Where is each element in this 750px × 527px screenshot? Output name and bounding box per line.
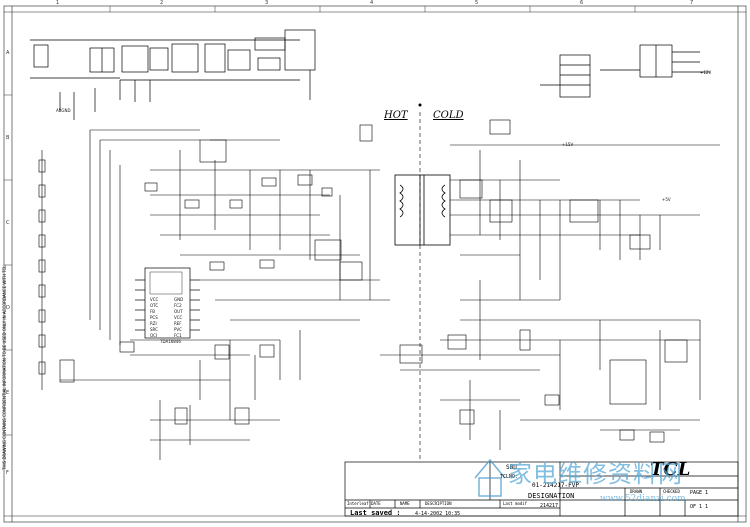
ic-pin-label: SRC: [150, 327, 158, 332]
title-description-label: DESCRIPTION: [425, 501, 452, 506]
zone-label-side: A: [6, 50, 10, 56]
zone-label-top: 7: [690, 0, 694, 6]
title-name-label: NAME: [400, 501, 410, 506]
main-transformer: [394, 174, 451, 246]
ic-pin-label: FB: [150, 309, 156, 314]
rail-label: +5V: [662, 197, 671, 202]
tcl-logo: TCL: [650, 459, 691, 480]
ic-pin-label: PVC: [174, 327, 182, 332]
secondary-wiring: [359, 119, 720, 450]
ic-pin-label: RZI: [150, 321, 157, 326]
title-tclno-label: TCLNO:: [500, 474, 519, 480]
ic-part-number: TDA16846: [160, 339, 181, 344]
sheet-frame: [3, 5, 747, 523]
title-designation-label: DESIGNATION: [528, 492, 575, 500]
hot-side-label: HOT: [384, 110, 408, 121]
title-interleaf-label: Interleaf DATE: [347, 501, 381, 506]
title-last-saved-label: Last saved :: [350, 509, 401, 517]
watermark-url: www.52dianzi.com: [600, 494, 686, 504]
zone-label-top: 4: [370, 0, 374, 6]
title-tclno-value: 01-214217-FVP: [532, 482, 579, 489]
title-last-modif-label: Last modif: [503, 501, 528, 506]
ic-pin-label: PCS: [150, 315, 158, 320]
watermark-chinese-text: 家电维修资料网: [508, 460, 683, 488]
title-last-saved-value: 4-14-2002_10:35: [415, 511, 461, 517]
title-drawn-label: DRAWN: [630, 489, 643, 494]
zone-label-side: F: [6, 470, 9, 476]
resistor-chain-left: [38, 150, 46, 390]
zone-label-top: 2: [160, 0, 164, 6]
ic-pin-label: VCC: [174, 315, 183, 320]
ic-pin-label: VCC: [150, 297, 159, 302]
confidential-note: THIS DRAWING CONTAINS CONFIDENTIAL INFOR…: [2, 265, 7, 470]
title-sbu-label: SBU: [506, 464, 517, 471]
rail-label: +12V: [700, 70, 712, 75]
title-page-label: PAGE 1: [690, 490, 709, 496]
zone-label-side: E: [6, 390, 10, 396]
ic-pin-label: GND: [174, 297, 184, 302]
controller-ic-body: [135, 267, 200, 339]
ic-pin-label: FC2: [174, 303, 182, 308]
ic-pin-label: REF: [174, 321, 182, 326]
connector-section: [540, 44, 710, 98]
zone-label-top: 1: [56, 0, 60, 6]
rail-label: ABGND: [56, 108, 71, 113]
input-filter-section: [30, 29, 316, 120]
title-checked-label: CHECKED: [663, 489, 680, 494]
title-page-of: OF 1 1: [690, 504, 709, 510]
zone-ticks: [4, 6, 636, 436]
zone-label-top: 3: [265, 0, 269, 6]
ic-pin-label: FC1: [174, 333, 182, 338]
zone-label-side: D: [6, 305, 10, 311]
rail-label: +15V: [562, 142, 574, 147]
watermark-house-icon: [474, 458, 506, 497]
ic-pin-label: OUT: [174, 309, 183, 314]
ic-pin-label: OCI: [150, 333, 158, 338]
zone-label-top: 6: [580, 0, 584, 6]
zone-label-side: B: [6, 135, 10, 141]
zone-label-side: C: [6, 220, 10, 226]
title-block-frame: [344, 461, 739, 517]
zone-label-top: 5: [475, 0, 479, 6]
title-designation-value: 214217: [540, 503, 559, 509]
primary-wiring: [59, 103, 422, 460]
cold-side-label: COLD: [433, 110, 464, 121]
ic-pin-label: OTC: [150, 303, 159, 308]
